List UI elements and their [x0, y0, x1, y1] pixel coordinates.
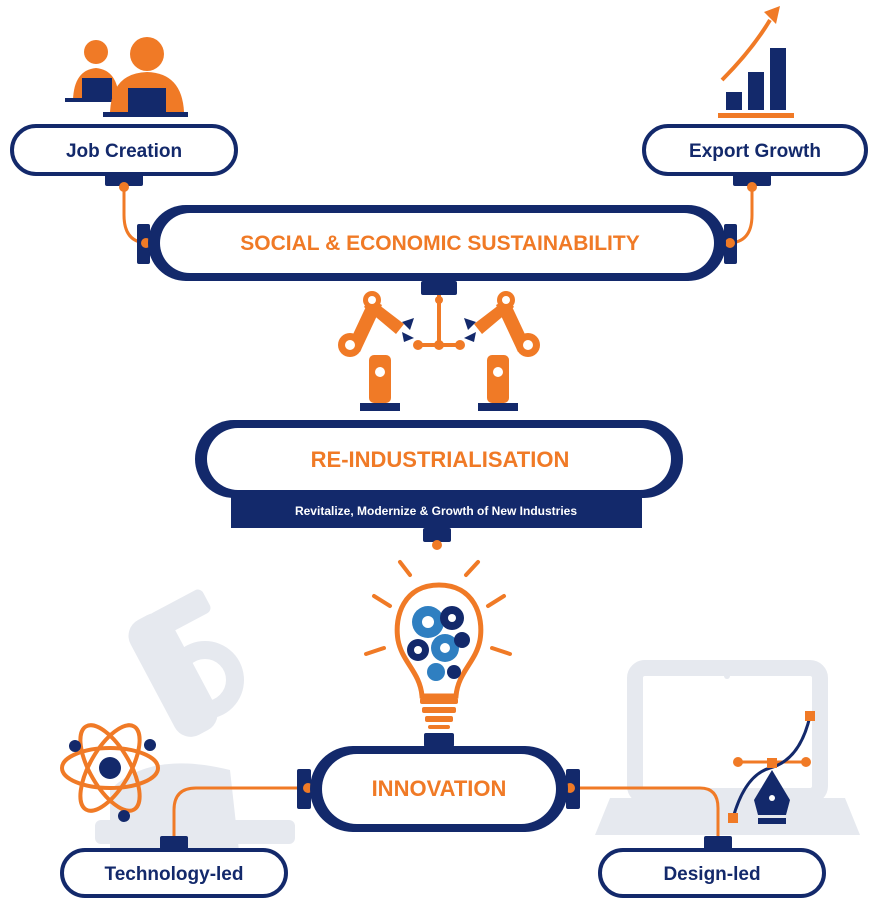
reindustrialisation-bar: RE-INDUSTRIALISATION Revitalize, Moderni… [195, 420, 683, 550]
pen-tool-icon [728, 711, 815, 824]
export-growth-label: Export Growth [689, 141, 821, 162]
reindustrialisation-subtitle: Revitalize, Modernize & Growth of New In… [295, 504, 577, 518]
robotic-arms-icon [338, 291, 540, 411]
laptop-icon [595, 660, 860, 835]
atom-icon [60, 723, 160, 822]
innovation-bar: INNOVATION [297, 746, 580, 832]
growth-bar-chart-icon [718, 6, 794, 118]
job-creation-box: Job Creation [10, 124, 238, 192]
lightbulb-gears-icon [364, 560, 512, 747]
export-growth-box: Export Growth [642, 124, 868, 192]
sustainability-bar: SOCIAL & ECONOMIC SUSTAINABILITY [137, 205, 737, 295]
people-at-computers-icon [65, 37, 188, 117]
innovation-label: INNOVATION [372, 776, 507, 801]
job-creation-label: Job Creation [66, 141, 182, 162]
technology-led-box: Technology-led [60, 836, 288, 898]
design-led-label: Design-led [663, 864, 760, 885]
design-led-box: Design-led [598, 836, 826, 898]
technology-led-label: Technology-led [105, 864, 244, 885]
sustainability-label: SOCIAL & ECONOMIC SUSTAINABILITY [240, 232, 639, 255]
reindustrialisation-label: RE-INDUSTRIALISATION [311, 447, 570, 472]
